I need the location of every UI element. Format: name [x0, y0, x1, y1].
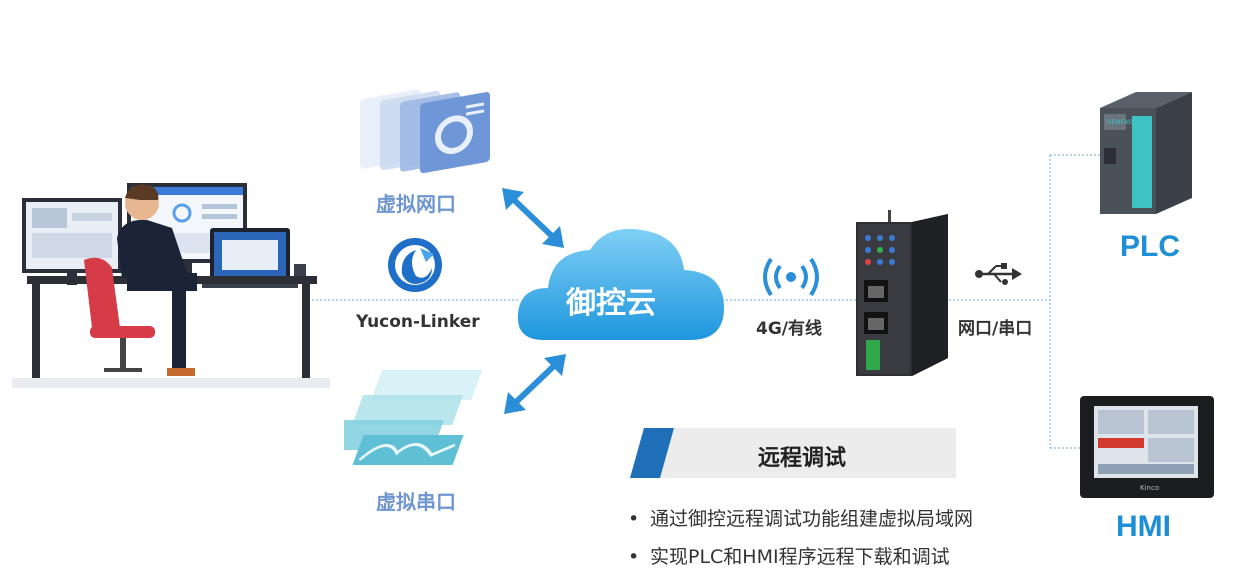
section-banner: 远程调试 — [630, 428, 956, 478]
hmi-brand: Kinco — [1140, 484, 1160, 492]
section-title: 远程调试 — [758, 446, 847, 471]
virtual-network-port-graphic — [360, 89, 490, 174]
feature-list: •通过御控远程调试功能组建虚拟局域网 •实现PLC和HMI程序远程下载和调试 — [628, 500, 973, 576]
yucon-linker-icon — [388, 238, 442, 292]
port-label: 网口/串口 — [958, 319, 1033, 339]
plc-label: PLC — [1120, 230, 1180, 263]
usb-icon — [975, 263, 1022, 285]
hmi-screen — [1094, 406, 1198, 478]
virtual-serial-port-graphic — [344, 370, 483, 465]
virtual-network-port-label: 虚拟网口 — [376, 192, 456, 216]
double-arrow-up-icon — [502, 188, 564, 248]
svg-text:SIEMENS: SIEMENS — [1106, 119, 1133, 126]
list-item: •通过御控远程调试功能组建虚拟局域网 — [628, 508, 974, 530]
hmi-label: HMI — [1116, 510, 1171, 543]
cloud-icon — [517, 228, 724, 340]
list-item: •实现PLC和HMI程序远程下载和调试 — [628, 546, 950, 568]
link-4g-label: 4G/有线 — [756, 319, 822, 339]
cloud-label: 御控云 — [566, 286, 656, 321]
gateway-device — [856, 210, 948, 376]
plc-device: SIEMENS — [1100, 92, 1192, 214]
hmi-device: Kinco — [1080, 396, 1214, 498]
wireless-signal-icon — [763, 257, 819, 297]
virtual-serial-port-label: 虚拟串口 — [376, 490, 456, 514]
yucon-linker-label: Yucon-Linker — [356, 312, 480, 332]
double-arrow-down-icon — [504, 354, 566, 414]
engineer-workstation-illustration — [12, 183, 330, 388]
